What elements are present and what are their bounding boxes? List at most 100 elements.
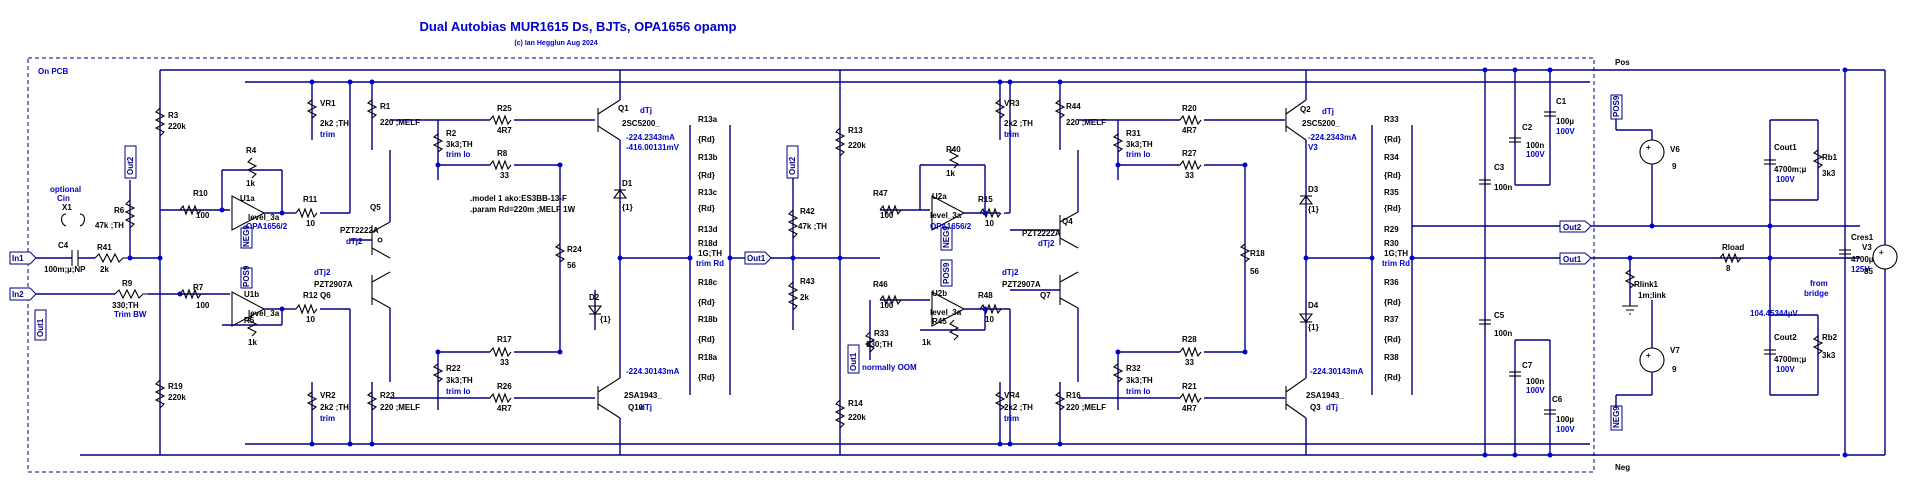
cout2-voltage: 100V	[1776, 365, 1795, 374]
r35-label: R35	[1384, 188, 1399, 197]
u2b	[931, 291, 966, 327]
r8-label: R8	[497, 149, 508, 158]
port-out2-mid-label: Out2	[788, 156, 797, 175]
r26	[489, 392, 512, 404]
r20-label: R20	[1182, 104, 1197, 113]
r21-value: 4R7	[1182, 404, 1197, 413]
port-out1-mid[interactable]	[744, 251, 772, 265]
q1-value: 2SC5200_	[622, 119, 660, 128]
port-pos9-u2[interactable]	[940, 259, 953, 287]
r18c-label: R18c	[698, 278, 718, 287]
q2-current: -224.2343mA	[1308, 133, 1357, 142]
port-out2-pcb[interactable]	[1559, 220, 1592, 233]
q3-current: -224.30143mA	[1310, 367, 1364, 376]
c6-value: 100µ	[1556, 415, 1574, 424]
r46-value: 100	[880, 301, 894, 310]
vr4-trim: trim	[1004, 414, 1019, 423]
r10-value: 100	[196, 211, 210, 220]
r24-value: 56	[567, 261, 576, 270]
r32-label: R32	[1126, 364, 1141, 373]
r37-label: R37	[1384, 315, 1399, 324]
r28	[1179, 346, 1202, 358]
port-in2-label: In2	[12, 290, 24, 299]
r13-value: 220k	[848, 141, 866, 150]
r43-label: R43	[800, 277, 815, 286]
v6-value: 9	[1672, 162, 1677, 171]
optional-label: optional	[50, 185, 81, 194]
r15	[979, 207, 1002, 219]
r31	[1112, 133, 1124, 153]
x1-symbol	[60, 213, 86, 227]
r43-value: 2k	[800, 293, 809, 302]
c5-label: C5	[1494, 311, 1505, 320]
v7-plus: +	[1646, 351, 1651, 360]
q2-voltage: V3	[1308, 143, 1318, 152]
r25-label: R25	[497, 104, 512, 113]
r13b-value: {Rd}	[698, 171, 715, 180]
r11	[295, 207, 318, 219]
r33-arr-value: {Rd}	[1384, 135, 1401, 144]
port-out1-bot[interactable]	[847, 344, 860, 374]
r13-label: R13	[848, 126, 863, 135]
port-neg9-u2[interactable]	[940, 227, 953, 251]
port-neg9-r-label: NEG9	[1612, 406, 1621, 428]
port-pos9-u1-label: POS9	[242, 265, 251, 287]
r22-label: R22	[446, 364, 461, 373]
r32-value: 3k3;TH	[1126, 376, 1153, 385]
port-out1-left[interactable]	[34, 309, 47, 341]
q5-label: Q5	[370, 203, 381, 212]
u1a	[231, 195, 266, 231]
r20	[1179, 114, 1202, 126]
q1-label: Q1	[618, 104, 629, 113]
q4-value: PZT2222A	[1022, 229, 1061, 238]
r1-label: R1	[380, 102, 391, 111]
r27-value: 33	[1185, 171, 1194, 180]
port-out1-mid-label: Out1	[747, 254, 766, 263]
v3-note-bridge: bridge	[1804, 289, 1829, 298]
r13d-label: R13d	[698, 225, 718, 234]
vr3-value: 2k2 ;TH	[1004, 119, 1033, 128]
port-in2[interactable]	[9, 287, 37, 301]
v6-plus: +	[1646, 143, 1651, 152]
r17-label: R17	[497, 335, 512, 344]
port-neg9-u2-label: NEG9	[942, 226, 951, 248]
r5	[246, 315, 258, 337]
port-in1-label: In1	[12, 254, 24, 263]
q1-voltage: -416.00131mV	[626, 143, 680, 152]
r30-label: R30	[1384, 239, 1399, 248]
r18	[1239, 243, 1251, 263]
c6-voltage: 100V	[1556, 425, 1575, 434]
r33-arr-label: R33	[1384, 115, 1399, 124]
r17-value: 33	[500, 358, 509, 367]
port-out1-pcb[interactable]	[1559, 252, 1592, 265]
r46	[879, 294, 902, 306]
port-out2-left[interactable]	[124, 145, 137, 179]
port-in1[interactable]	[9, 251, 37, 265]
r16-value: 220 ;MELF	[1066, 403, 1106, 412]
r43	[787, 281, 799, 311]
d2-label: D2	[589, 293, 600, 302]
rb2	[1812, 335, 1824, 355]
r36-value: {Rd}	[1384, 298, 1401, 307]
r5-label: R5	[244, 316, 255, 325]
q7-dtj: dTj2	[1002, 268, 1019, 277]
r48-value: 10	[985, 315, 994, 324]
vr4	[994, 391, 1006, 411]
r47-value: 100	[880, 211, 894, 220]
port-neg9-u1[interactable]	[240, 227, 253, 249]
v3	[1872, 244, 1898, 270]
r42-label: R42	[800, 207, 815, 216]
rlink1-label: Rlink1	[1634, 280, 1659, 289]
vr3	[994, 99, 1006, 119]
cres1-value: 4700µ	[1851, 255, 1874, 264]
port-pos9-u1[interactable]	[240, 267, 253, 289]
spice-param: .param Rd=220m ;MELF 1W	[470, 205, 576, 214]
c3-label: C3	[1494, 163, 1505, 172]
r9	[114, 288, 148, 300]
r13c-value: {Rd}	[698, 204, 715, 213]
cin-label: Cin	[57, 194, 70, 203]
r25-value: 4R7	[497, 126, 512, 135]
v6-label: V6	[1670, 145, 1680, 154]
q5-value: PZT2222A	[340, 226, 379, 235]
c5-value: 100n	[1494, 329, 1512, 338]
